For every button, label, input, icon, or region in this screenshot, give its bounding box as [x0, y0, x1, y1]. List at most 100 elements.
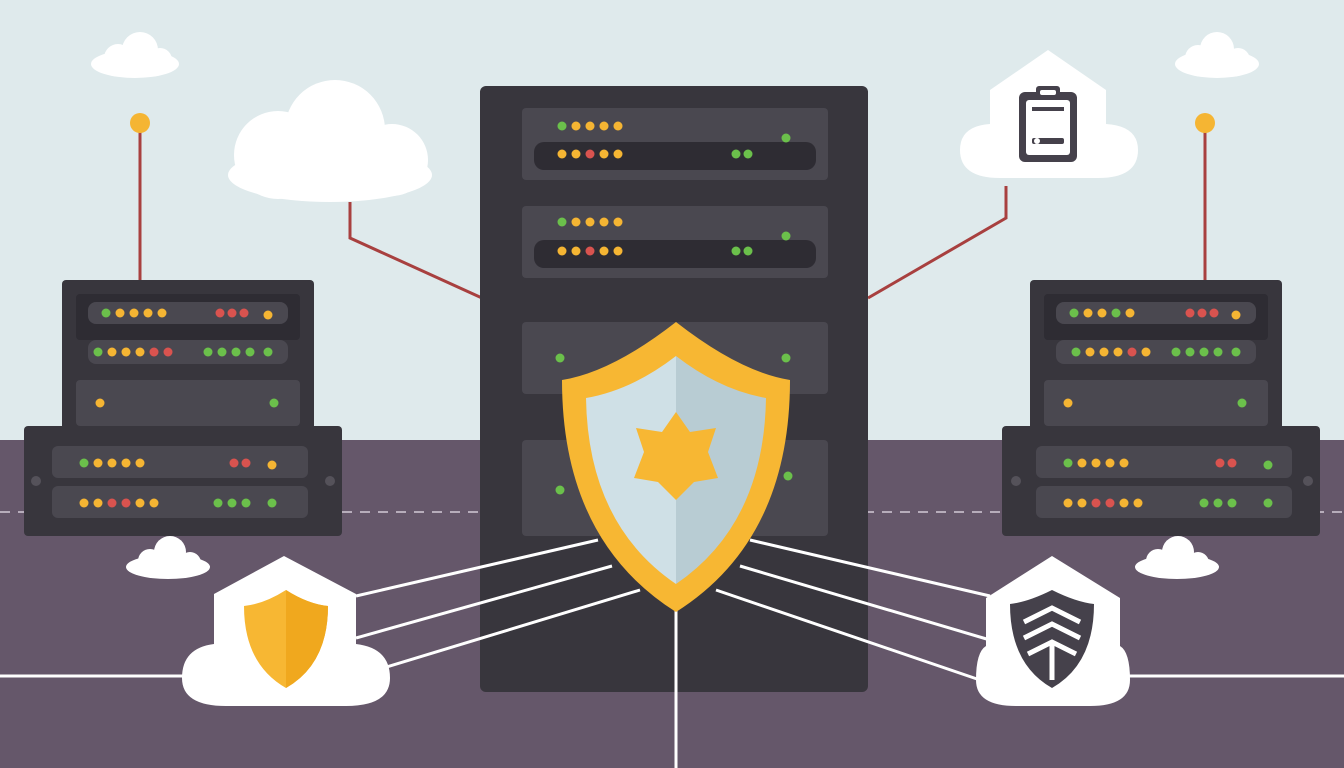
status-led — [1199, 498, 1209, 508]
status-led — [557, 246, 567, 256]
status-led — [143, 308, 153, 318]
status-led — [557, 121, 567, 131]
status-led — [217, 347, 227, 357]
status-led — [149, 347, 159, 357]
status-led — [1105, 458, 1115, 468]
status-led — [1199, 347, 1209, 357]
status-led — [1119, 498, 1129, 508]
status-led — [203, 347, 213, 357]
status-led — [1197, 308, 1207, 318]
status-led — [135, 498, 145, 508]
status-led — [107, 458, 117, 468]
cloud-badge-clipboard — [960, 50, 1138, 178]
status-led — [571, 217, 581, 227]
cloud-small-mid-left — [126, 536, 210, 579]
status-led — [269, 398, 279, 408]
status-led — [1213, 347, 1223, 357]
status-led — [599, 149, 609, 159]
status-led — [1215, 458, 1225, 468]
status-led — [1085, 347, 1095, 357]
security-shield-icon — [562, 322, 790, 612]
antenna-left-tip — [130, 113, 150, 133]
status-led — [613, 246, 623, 256]
status-led — [231, 347, 241, 357]
cable-right-cloud — [867, 186, 1008, 300]
status-led — [555, 485, 565, 495]
cloud-small-mid-right — [1135, 536, 1219, 579]
status-led — [1099, 347, 1109, 357]
status-led — [213, 498, 223, 508]
status-led — [263, 347, 273, 357]
status-led — [731, 149, 741, 159]
status-led — [1063, 398, 1073, 408]
status-led — [79, 458, 89, 468]
status-led — [1091, 498, 1101, 508]
status-led — [107, 498, 117, 508]
status-led — [557, 149, 567, 159]
status-led — [107, 347, 117, 357]
status-led — [613, 217, 623, 227]
status-led — [585, 121, 595, 131]
status-led — [263, 310, 273, 320]
status-led — [1171, 347, 1181, 357]
status-led — [1069, 308, 1079, 318]
cloud-badge-shield — [182, 556, 390, 706]
status-led — [557, 217, 567, 227]
status-led — [783, 471, 793, 481]
status-led — [555, 353, 565, 363]
cloud-badge-firewall — [976, 556, 1130, 706]
shield-icon — [244, 590, 328, 688]
status-led — [239, 308, 249, 318]
status-led — [121, 498, 131, 508]
status-led — [135, 458, 145, 468]
cloud-small-top-right — [1175, 32, 1259, 78]
status-led — [781, 133, 791, 143]
status-led — [1209, 308, 1219, 318]
status-led — [1185, 347, 1195, 357]
cloud-large-left — [228, 80, 432, 202]
firewall-shield-icon — [1010, 590, 1094, 688]
status-led — [215, 308, 225, 318]
status-led — [115, 308, 125, 318]
server-rack-right — [1002, 280, 1320, 536]
status-led — [1213, 498, 1223, 508]
status-led — [1125, 308, 1135, 318]
status-led — [1105, 498, 1115, 508]
status-led — [135, 347, 145, 357]
status-led — [129, 308, 139, 318]
status-led — [79, 498, 89, 508]
status-led — [93, 458, 103, 468]
status-led — [585, 217, 595, 227]
status-led — [613, 149, 623, 159]
cloud-small-top-left — [91, 32, 179, 78]
status-led — [1227, 498, 1237, 508]
status-led — [1063, 458, 1073, 468]
status-led — [227, 498, 237, 508]
status-led — [599, 217, 609, 227]
status-led — [1141, 347, 1151, 357]
status-led — [1097, 308, 1107, 318]
status-led — [1113, 347, 1123, 357]
status-led — [1237, 398, 1247, 408]
status-led — [163, 347, 173, 357]
status-led — [731, 246, 741, 256]
status-led — [571, 246, 581, 256]
status-led — [571, 149, 581, 159]
status-led — [1091, 458, 1101, 468]
status-led — [93, 347, 103, 357]
status-led — [1119, 458, 1129, 468]
status-led — [1263, 498, 1273, 508]
status-led — [1127, 347, 1137, 357]
status-led — [229, 458, 239, 468]
status-led — [1071, 347, 1081, 357]
status-led — [743, 149, 753, 159]
status-led — [571, 121, 581, 131]
status-led — [781, 353, 791, 363]
status-led — [149, 498, 159, 508]
network-links — [0, 538, 1344, 768]
status-led — [1077, 498, 1087, 508]
status-led — [585, 246, 595, 256]
status-led — [599, 121, 609, 131]
status-led — [1227, 458, 1237, 468]
